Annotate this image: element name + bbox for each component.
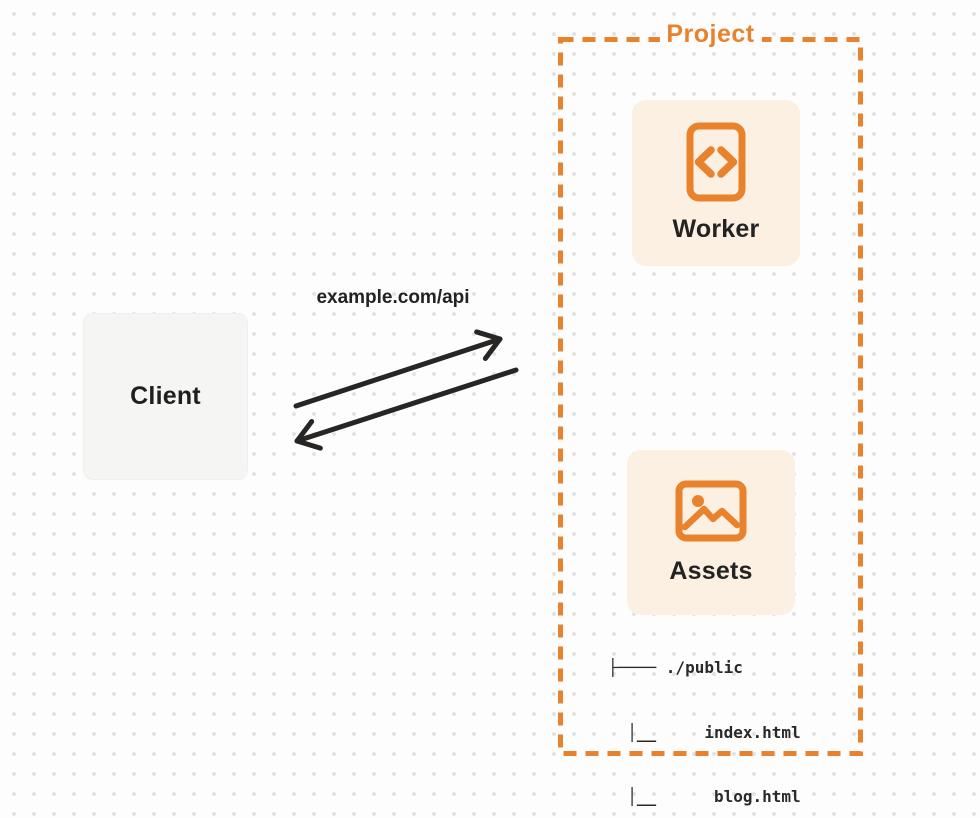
file-tree-line: │__ index.html (608, 722, 801, 742)
worker-label: Worker (672, 215, 760, 243)
assets-card: Assets (627, 450, 795, 615)
code-document-icon (686, 122, 746, 202)
request-url-label: example.com/api (316, 287, 470, 308)
worker-card: Worker (632, 100, 800, 266)
file-tree-line: │__ blog.html (608, 787, 801, 806)
response-arrow (294, 367, 519, 451)
client-node: Client (83, 313, 248, 480)
project-boundary: Project Worker Assets ├──── ./public │__… (558, 20, 863, 806)
image-icon (675, 480, 747, 541)
assets-file-tree: ├──── ./public │__ index.html │__ blog.h… (608, 614, 801, 818)
project-title: Project (659, 20, 762, 49)
assets-label: Assets (669, 556, 753, 585)
file-tree-line: ├──── ./public (608, 658, 743, 677)
request-arrow (293, 329, 503, 409)
client-label: Client (130, 382, 201, 410)
